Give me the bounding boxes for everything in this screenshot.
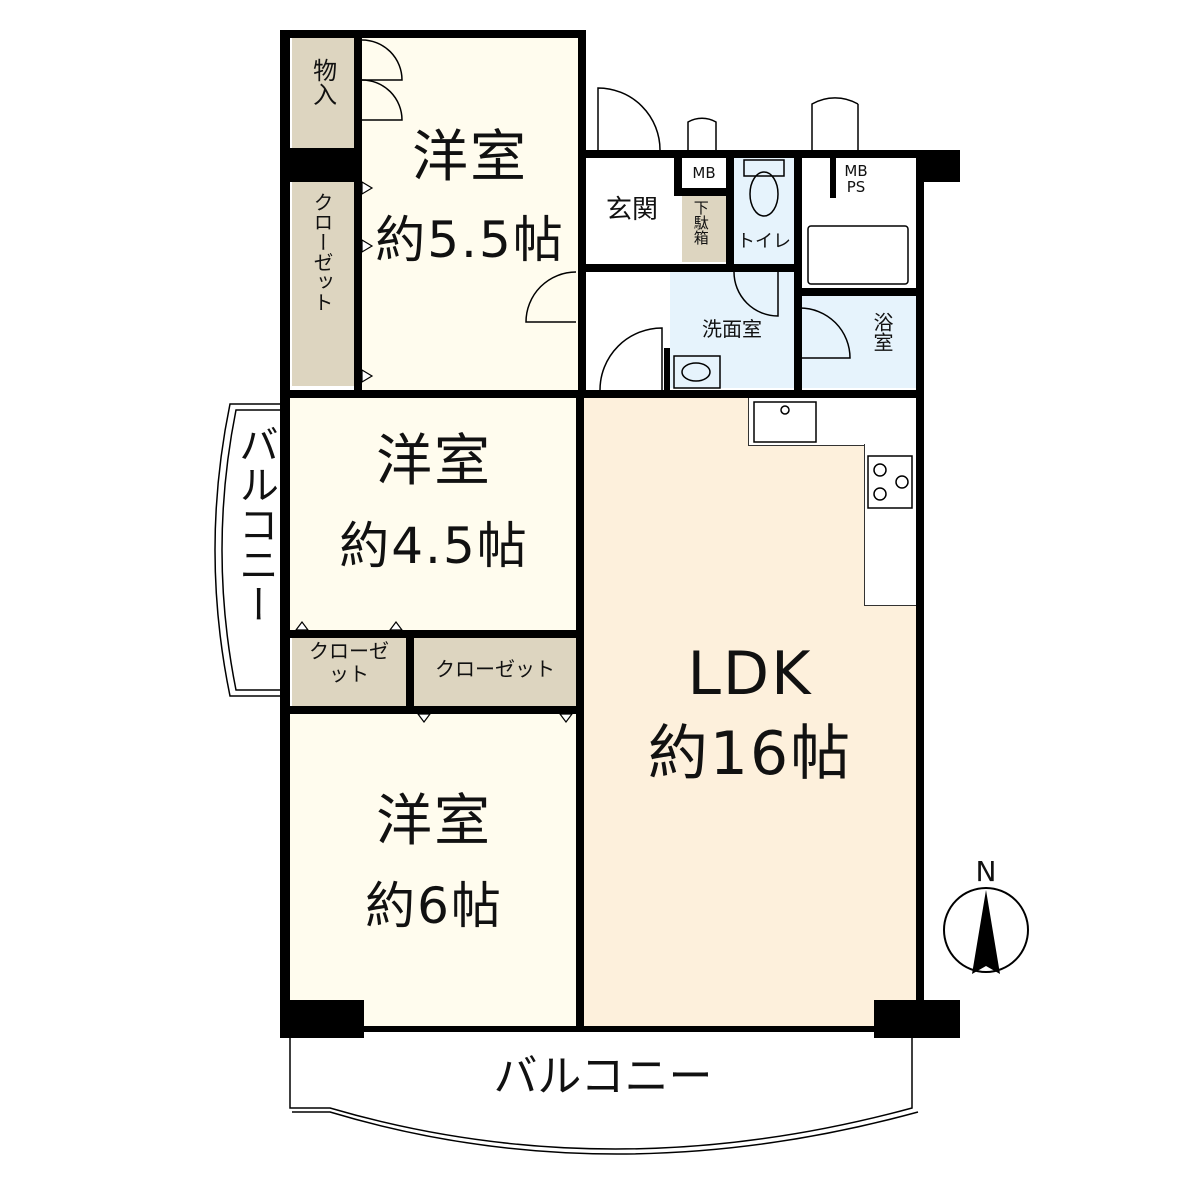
south-balcony-label: バルコニー: [493, 1051, 713, 1102]
ldk-size: 約16帖: [647, 719, 853, 789]
bedroom-5-5-name: 洋室: [412, 125, 528, 190]
storage-label: 物入: [308, 58, 337, 106]
mb-ps-line2: PS: [846, 177, 866, 196]
bedroom-5-5-size: 約5.5帖: [375, 211, 565, 269]
closet-1-label: クローゼット: [310, 192, 334, 312]
closet-2-text: クローゼット: [309, 639, 389, 686]
mb-entrance-label: MB: [692, 164, 716, 182]
toilet-label: トイレ: [737, 231, 791, 252]
shoe-box-fill: [682, 196, 726, 262]
bedroom-6-fill: [290, 712, 578, 1028]
mb-ps-label: MB PS: [836, 162, 876, 196]
closet-3-fill: [414, 638, 576, 708]
bathroom-label: 浴室: [870, 312, 894, 352]
bedroom-4-5-fill: [290, 398, 578, 630]
washroom-label: 洗面室: [702, 317, 762, 341]
bedroom-4-5-size: 約4.5帖: [339, 517, 529, 575]
bathroom-fill: [800, 294, 916, 388]
kitchen-counter: [748, 398, 916, 446]
washroom-fill: [670, 270, 794, 388]
closet-2-fill: [292, 638, 406, 708]
closet-3-label: クローゼット: [435, 657, 555, 681]
bedroom-6-name: 洋室: [376, 789, 492, 854]
mb-ps-line1: MB: [844, 162, 868, 180]
kitchen-counter-side: [864, 444, 916, 606]
compass-icon: [943, 887, 1029, 974]
storage-fill: [292, 38, 354, 148]
ldk-fill: [584, 398, 916, 1028]
shoe-box-label: 下駄箱: [691, 200, 710, 245]
closet-1-fill: [292, 182, 354, 386]
bedroom-4-5-name: 洋室: [376, 429, 492, 494]
bedroom-5-5-fill: [362, 38, 578, 390]
entrance-label: 玄関: [605, 195, 658, 225]
ldk-name: LDK: [687, 639, 813, 709]
closet-2-label: クローゼット: [292, 640, 406, 686]
compass-north-label: N: [975, 855, 997, 888]
bedroom-6-size: 約6帖: [365, 877, 503, 935]
west-balcony-label: バルコニー: [232, 424, 278, 624]
